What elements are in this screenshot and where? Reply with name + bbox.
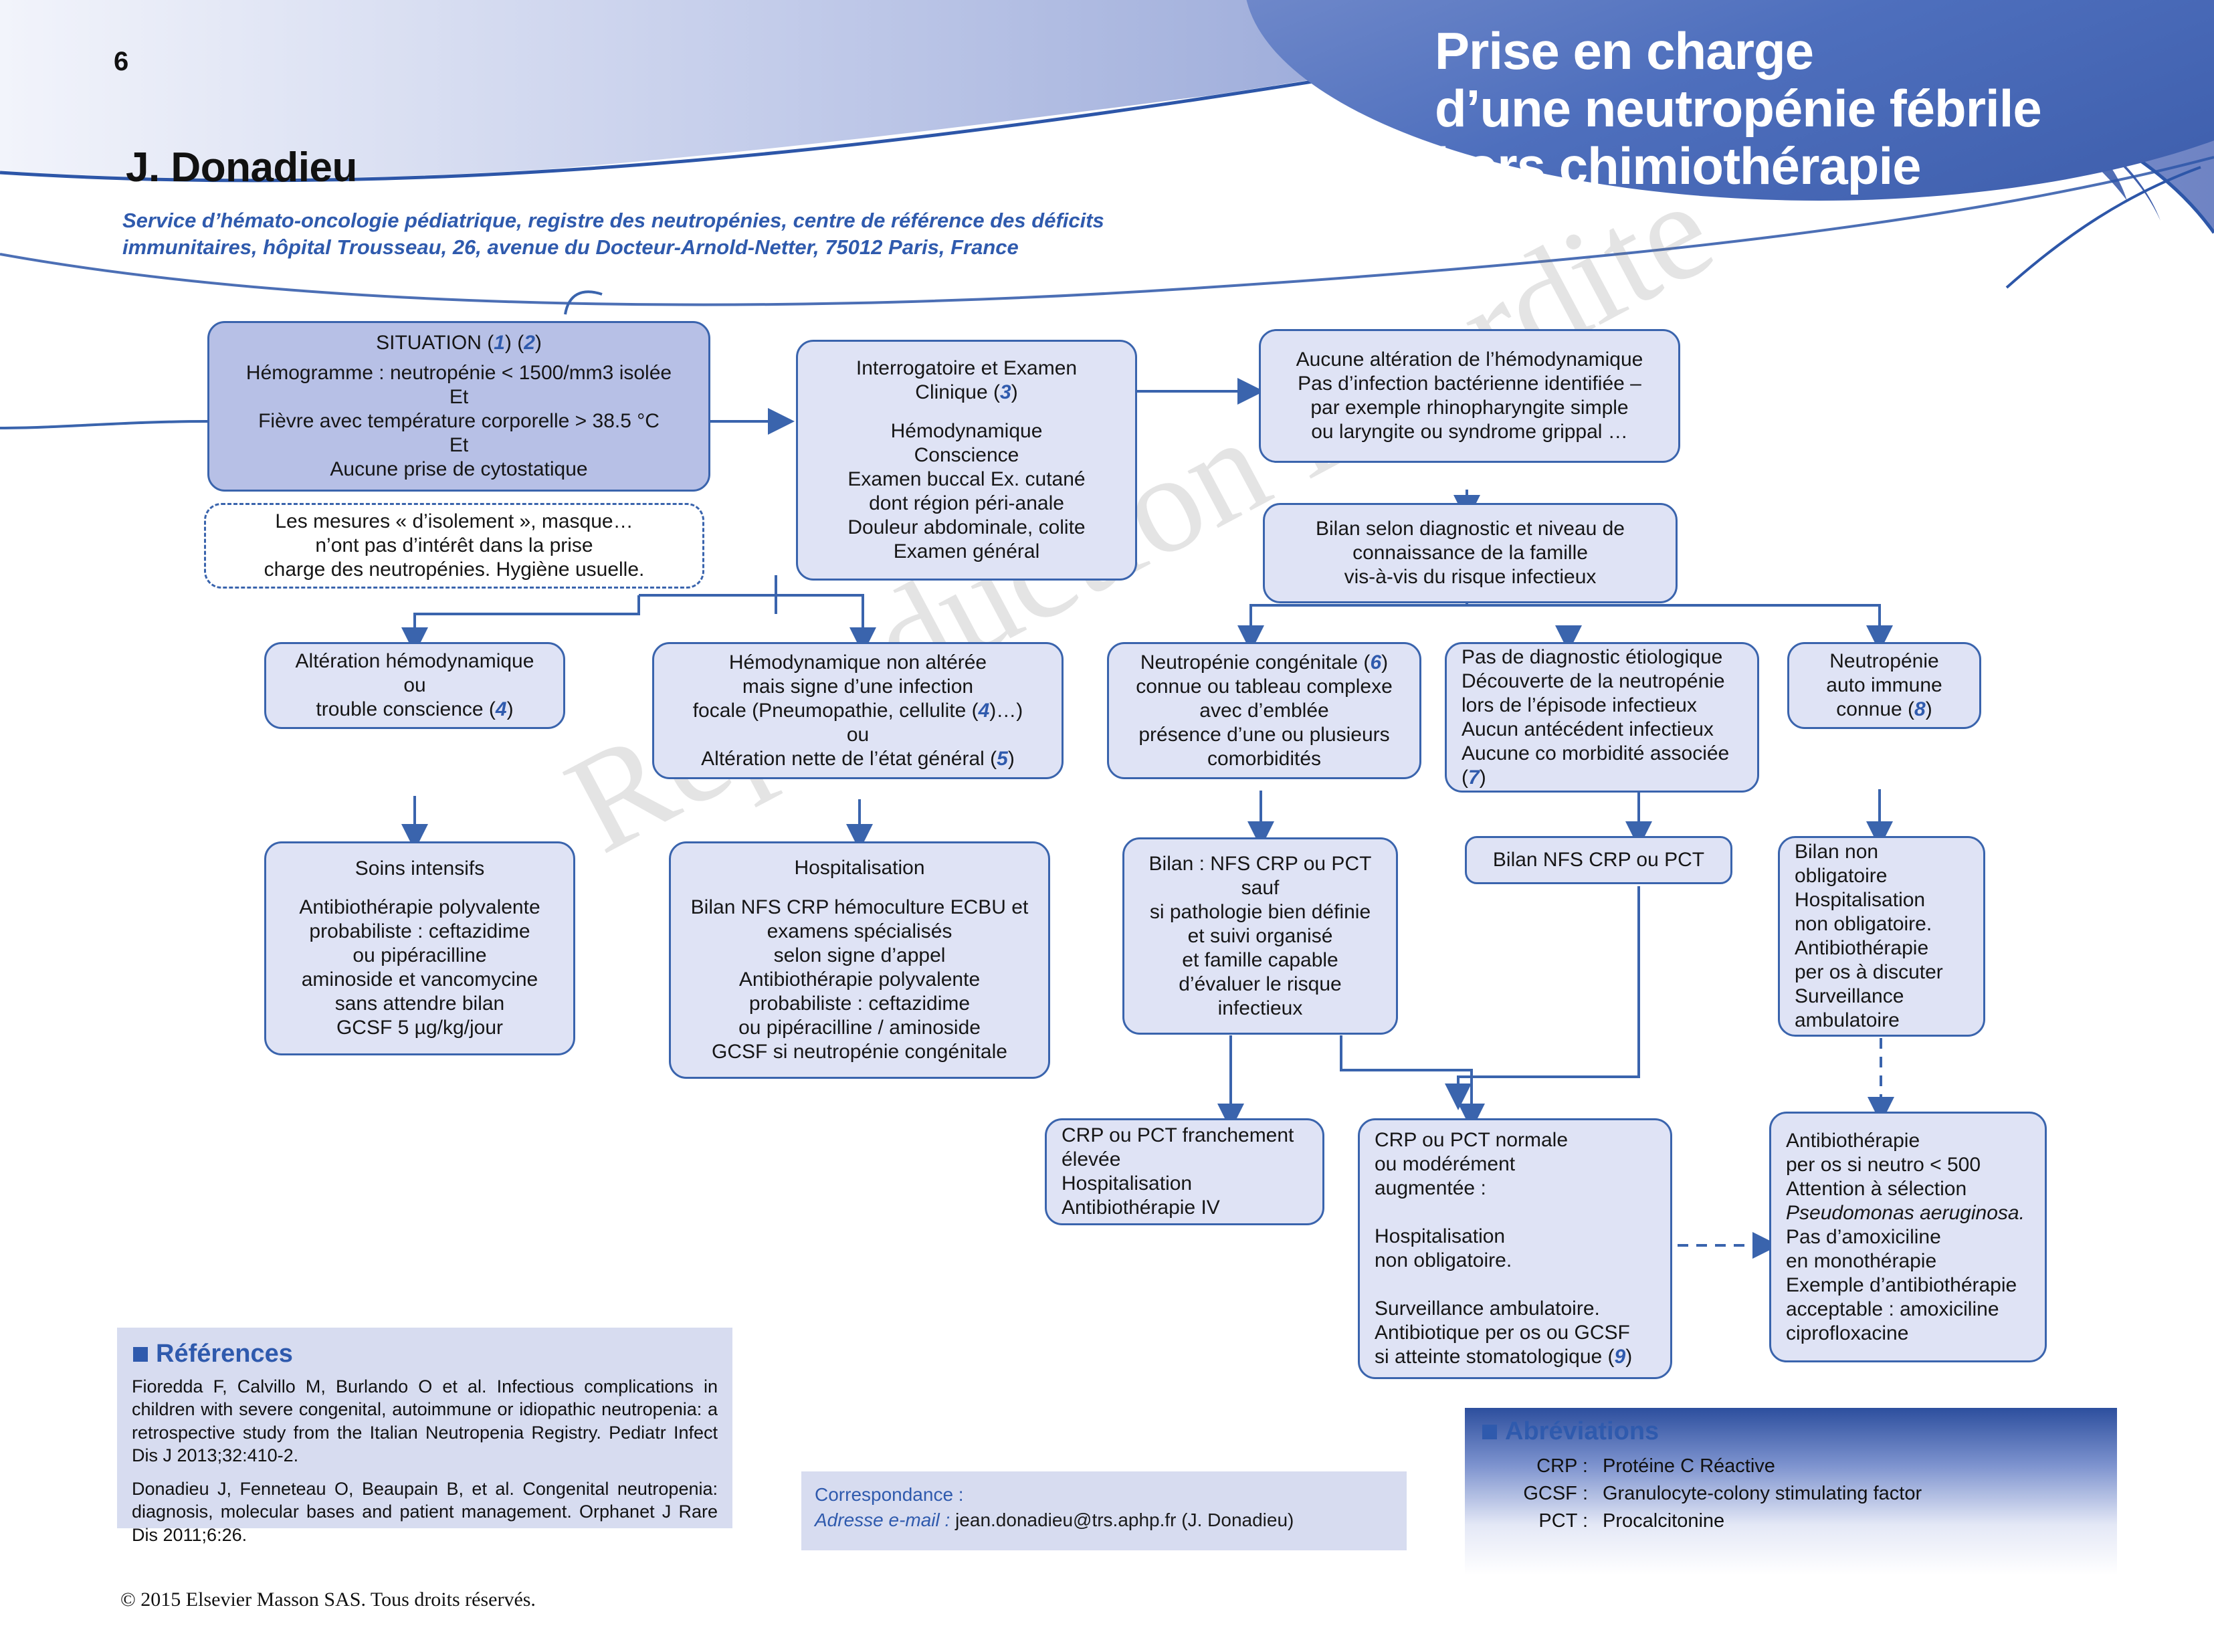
- abbreviations-panel: Abréviations CRP : Protéine C Réactive G…: [1465, 1408, 2117, 1575]
- abbreviations-heading: Abréviations: [1482, 1417, 2101, 1446]
- title-line-1: Prise en charge: [1435, 21, 1814, 80]
- node-neutropenie-congenitale[interactable]: Neutropénie congénitale (6)connue ou tab…: [1107, 642, 1421, 779]
- abbreviation-value: Protéine C Réactive: [1603, 1455, 1775, 1477]
- email-label: Adresse e-mail :: [815, 1509, 950, 1530]
- node-neutropenie-congenitale-body: Neutropénie congénitale (6)connue ou tab…: [1136, 651, 1393, 770]
- node-soins-intensifs-title: Soins intensifs: [355, 857, 485, 880]
- reference-item: Fioredda F, Calvillo M, Burlando O et al…: [132, 1376, 718, 1465]
- node-situation[interactable]: SITUATION (1) (2) Hémogramme : neutropén…: [207, 321, 710, 492]
- node-isolement-body: Les mesures « d’isolement », masque…n’on…: [264, 510, 645, 581]
- abbreviation-key: GCSF :: [1523, 1483, 1588, 1505]
- node-situation-title: SITUATION (1) (2): [376, 332, 542, 354]
- page-title: Prise en charge d’une neutropénie fébril…: [1435, 21, 2104, 195]
- correspondence-label: Correspondance :: [815, 1484, 964, 1505]
- title-line-3: hors chimiothérapie: [1435, 136, 1922, 195]
- node-bilan-nfs[interactable]: Bilan NFS CRP ou PCT: [1465, 836, 1732, 884]
- node-hospitalisation-title: Hospitalisation: [794, 857, 925, 880]
- references-heading-label: Références: [156, 1340, 293, 1368]
- abbreviation-row: GCSF : Granulocyte-colony stimulating fa…: [1481, 1480, 2101, 1508]
- author-name: J. Donadieu: [126, 144, 357, 191]
- abbreviation-row: CRP : Protéine C Réactive: [1481, 1453, 2101, 1480]
- node-soins-intensifs[interactable]: Soins intensifs Antibiothérapie polyvale…: [264, 841, 575, 1055]
- node-bilan-nfs-body: Bilan NFS CRP ou PCT: [1492, 849, 1705, 871]
- email-value[interactable]: jean.donadieu@trs.aphp.fr (J. Donadieu): [955, 1509, 1294, 1530]
- affiliation: Service d’hémato-oncologie pédiatrique, …: [122, 209, 1104, 260]
- square-bullet-icon: [1482, 1424, 1497, 1439]
- node-situation-body: Hémogramme : neutropénie < 1500/mm3 isol…: [245, 362, 672, 480]
- abbreviation-row: PCT : Procalcitonine: [1481, 1508, 2101, 1535]
- abbreviation-value: Procalcitonine: [1603, 1510, 1725, 1532]
- copyright-notice: © 2015 Elsevier Masson SAS. Tous droits …: [120, 1588, 536, 1611]
- reference-item: Donadieu J, Fenneteau O, Beaupain B, et …: [132, 1479, 718, 1545]
- page-number: 6: [114, 47, 129, 76]
- correspondence-email-row: Adresse e-mail : jean.donadieu@trs.aphp.…: [815, 1508, 1393, 1533]
- abbreviation-value: Granulocyte-colony stimulating factor: [1603, 1483, 1922, 1505]
- node-isolement[interactable]: Les mesures « d’isolement », masque…n’on…: [204, 503, 704, 589]
- abbreviations-heading-label: Abréviations: [1505, 1417, 1659, 1445]
- header-decoration: [0, 0, 2214, 314]
- references-heading: Références: [133, 1340, 718, 1368]
- references-panel: Références Fioredda F, Calvillo M, Burla…: [117, 1328, 732, 1545]
- correspondence-panel: Correspondance : Adresse e-mail : jean.d…: [801, 1471, 1407, 1550]
- abbreviation-key: PCT :: [1538, 1510, 1588, 1532]
- square-bullet-icon: [133, 1346, 148, 1362]
- abbreviation-key: CRP :: [1536, 1455, 1588, 1477]
- node-hospitalisation[interactable]: Hospitalisation Bilan NFS CRP hémocultur…: [669, 841, 1050, 1079]
- title-line-2: d’une neutropénie fébrile: [1435, 78, 2042, 138]
